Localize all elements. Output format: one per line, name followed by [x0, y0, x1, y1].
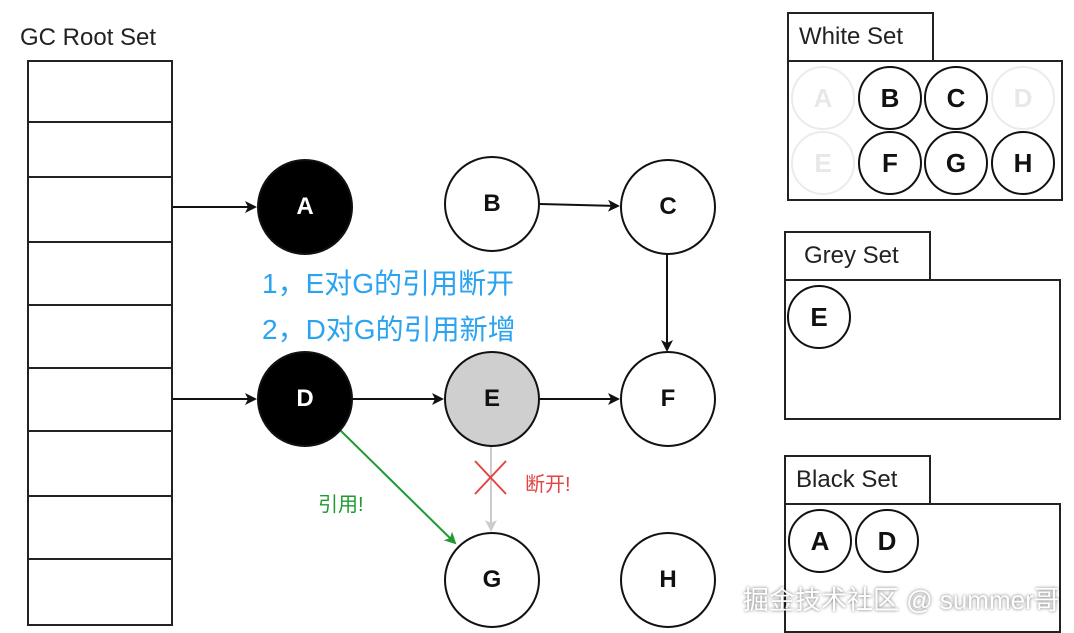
- white-item-h: H: [991, 131, 1055, 195]
- black-item-d: D: [855, 509, 919, 573]
- node-a: A: [257, 159, 353, 255]
- white-item-b: B: [858, 66, 922, 130]
- root-slot: [29, 497, 171, 560]
- root-slot: [29, 432, 171, 497]
- grey-item-e: E: [787, 285, 851, 349]
- root-slot: [29, 178, 171, 243]
- white-item-g: G: [924, 131, 988, 195]
- root-slot: [29, 123, 171, 178]
- edges-layer: [173, 199, 673, 545]
- node-f: F: [620, 351, 716, 447]
- white-item-a: A: [791, 66, 855, 130]
- node-d: D: [257, 351, 353, 447]
- node-c: C: [620, 159, 716, 255]
- root-slot: [29, 369, 171, 432]
- black-item-a: A: [788, 509, 852, 573]
- black-set-tab: Black Set: [784, 455, 931, 505]
- watermark-text: 掘金技术社区 @ summer哥: [743, 585, 1060, 615]
- root-set-title: GC Root Set: [20, 24, 157, 51]
- node-b: B: [444, 156, 540, 252]
- note-line-1: 1，E对G的引用断开: [262, 268, 515, 299]
- white-item-e: E: [791, 131, 855, 195]
- new-reference-label: 引用!: [318, 494, 364, 516]
- root-slot: [29, 306, 171, 369]
- grey-set-tab: Grey Set: [784, 231, 931, 281]
- white-item-c: C: [924, 66, 988, 130]
- edge-d-g-new: [339, 429, 457, 545]
- white-item-f: F: [858, 131, 922, 195]
- node-g: G: [444, 532, 540, 628]
- root-slot: [29, 243, 171, 306]
- root-slot: [29, 62, 171, 123]
- white-set-tab: White Set: [787, 12, 934, 62]
- white-item-d: D: [991, 66, 1055, 130]
- root-set-table: [27, 60, 173, 626]
- broken-x-icon: [474, 460, 507, 495]
- broken-reference-label: 断开!: [525, 474, 571, 496]
- node-e: E: [444, 351, 540, 447]
- edge-b-c: [539, 199, 620, 212]
- note-line-2: 2，D对G的引用新增: [262, 314, 516, 345]
- node-h: H: [620, 532, 716, 628]
